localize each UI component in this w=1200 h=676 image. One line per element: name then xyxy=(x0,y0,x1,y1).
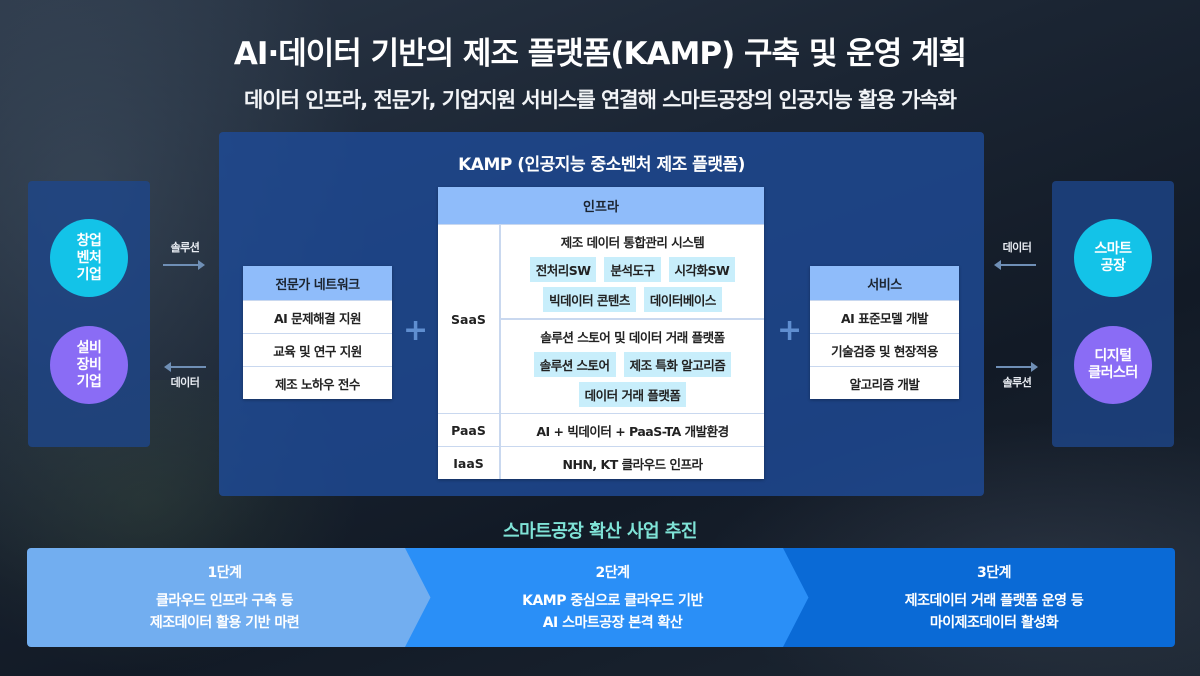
expert-network-item: 제조 노하우 전수 xyxy=(243,366,392,399)
saas-label: SaaS xyxy=(438,225,501,413)
chip: 전처리SW xyxy=(529,257,597,282)
expert-network-box: 전문가 네트워크 AI 문제해결 지원 교육 및 연구 지원 제조 노하우 전수 xyxy=(243,266,392,399)
saas-block-data-management: 제조 데이터 통합관리 시스템 전처리SW 분석도구 시각화SW 빅데이터 콘텐… xyxy=(501,225,764,318)
stage-line: 마이제조데이터 활성화 xyxy=(929,614,1059,631)
chip: 분석도구 xyxy=(604,257,661,282)
saas-row: SaaS 제조 데이터 통합관리 시스템 전처리SW 분석도구 시각화SW 빅데… xyxy=(438,224,764,413)
kamp-panel: KAMP (인공지능 중소벤처 제조 플랫폼) 전문가 네트워크 AI 문제해결… xyxy=(219,132,984,496)
flow-label-solution-out: 솔루션 xyxy=(1002,376,1032,389)
flow-label-solution-out: 솔루션 xyxy=(170,241,200,254)
arrow-left-icon xyxy=(994,260,1036,270)
stage-line: KAMP 중심으로 클라우드 기반 xyxy=(522,592,703,609)
plus-icon: + xyxy=(403,313,429,348)
stage-name: 1단계 xyxy=(207,564,242,581)
stage-name: 2단계 xyxy=(595,564,630,581)
block-title: 제조 데이터 통합관리 시스템 xyxy=(560,235,705,250)
stage-3: 3단계 제조데이터 거래 플랫폼 운영 등 마이제조데이터 활성화 xyxy=(783,548,1175,647)
stage-2: 2단계 KAMP 중심으로 클라우드 기반 AI 스마트공장 본격 확산 xyxy=(405,548,830,647)
stage-line: 제조데이터 활용 기반 마련 xyxy=(149,614,300,631)
right-panel: 스마트 공장 디지털 클러스터 xyxy=(1052,181,1174,447)
expert-network-item: 교육 및 연구 지원 xyxy=(243,333,392,366)
stage-name: 3단계 xyxy=(976,564,1012,581)
chip: 제조 특화 알고리즘 xyxy=(623,352,732,377)
iaas-row: IaaS NHN, KT 클라우드 인프라 xyxy=(438,446,764,479)
kamp-title: KAMP (인공지능 중소벤처 제조 플랫폼) xyxy=(458,155,745,175)
stage-line: AI 스마트공장 본격 확산 xyxy=(542,614,683,631)
page-subtitle: 데이터 인프라, 전문가, 기업지원 서비스를 연결해 스마트공장의 인공지능 … xyxy=(244,88,957,112)
entity-equipment-company: 설비 장비 기업 xyxy=(50,326,128,404)
left-panel: 창업 벤처 기업 설비 장비 기업 xyxy=(28,181,150,447)
entity-startup-venture: 창업 벤처 기업 xyxy=(50,219,128,297)
saas-block-solution-store: 솔루션 스토어 및 데이터 거래 플랫폼 솔루션 스토어 제조 특화 알고리즘 … xyxy=(501,318,764,413)
services-item: 기술검증 및 현장적용 xyxy=(810,333,959,366)
iaas-value: NHN, KT 클라우드 인프라 xyxy=(562,456,703,472)
chip: 솔루션 스토어 xyxy=(533,352,616,377)
entity-digital-cluster: 디지털 클러스터 xyxy=(1074,326,1152,404)
arrow-right-icon xyxy=(996,362,1038,372)
chip: 시각화SW xyxy=(668,257,736,282)
flow-label-data-in: 데이터 xyxy=(1002,241,1032,254)
services-box: 서비스 AI 표준모델 개발 기술검증 및 현장적용 알고리즘 개발 xyxy=(810,266,959,399)
arrow-right-icon xyxy=(163,260,205,270)
paas-value: AI + 빅데이터 + PaaS-TA 개발환경 xyxy=(536,423,729,439)
expert-network-header: 전문가 네트워크 xyxy=(243,266,392,300)
paas-row: PaaS AI + 빅데이터 + PaaS-TA 개발환경 xyxy=(438,413,764,446)
stage-line: 제조데이터 거래 플랫폼 운영 등 xyxy=(904,592,1084,609)
page-title: AI·데이터 기반의 제조 플랫폼(KAMP) 구축 및 운영 계획 xyxy=(233,36,967,72)
services-header: 서비스 xyxy=(810,266,959,300)
arrow-left-icon xyxy=(164,362,206,372)
stages-title: 스마트공장 확산 사업 추진 xyxy=(503,521,697,542)
entity-smart-factory: 스마트 공장 xyxy=(1074,219,1152,297)
flow-label-data-in: 데이터 xyxy=(170,376,200,389)
infra-box: 인프라 SaaS 제조 데이터 통합관리 시스템 전처리SW 분석도구 시각화S… xyxy=(438,187,764,479)
block-title: 솔루션 스토어 및 데이터 거래 플랫폼 xyxy=(540,330,725,345)
stage-line: 클라우드 인프라 구축 등 xyxy=(156,592,293,609)
chip: 빅데이터 콘텐츠 xyxy=(543,287,636,312)
paas-label: PaaS xyxy=(438,414,501,446)
services-item: AI 표준모델 개발 xyxy=(810,300,959,333)
chip: 데이터 거래 플랫폼 xyxy=(578,382,687,407)
expert-network-item: AI 문제해결 지원 xyxy=(243,300,392,333)
stage-1: 1단계 클라우드 인프라 구축 등 제조데이터 활용 기반 마련 xyxy=(27,548,452,647)
iaas-label: IaaS xyxy=(438,447,501,479)
infra-header: 인프라 xyxy=(438,187,764,224)
services-item: 알고리즘 개발 xyxy=(810,366,959,399)
plus-icon: + xyxy=(777,313,803,348)
chip: 데이터베이스 xyxy=(643,287,722,312)
